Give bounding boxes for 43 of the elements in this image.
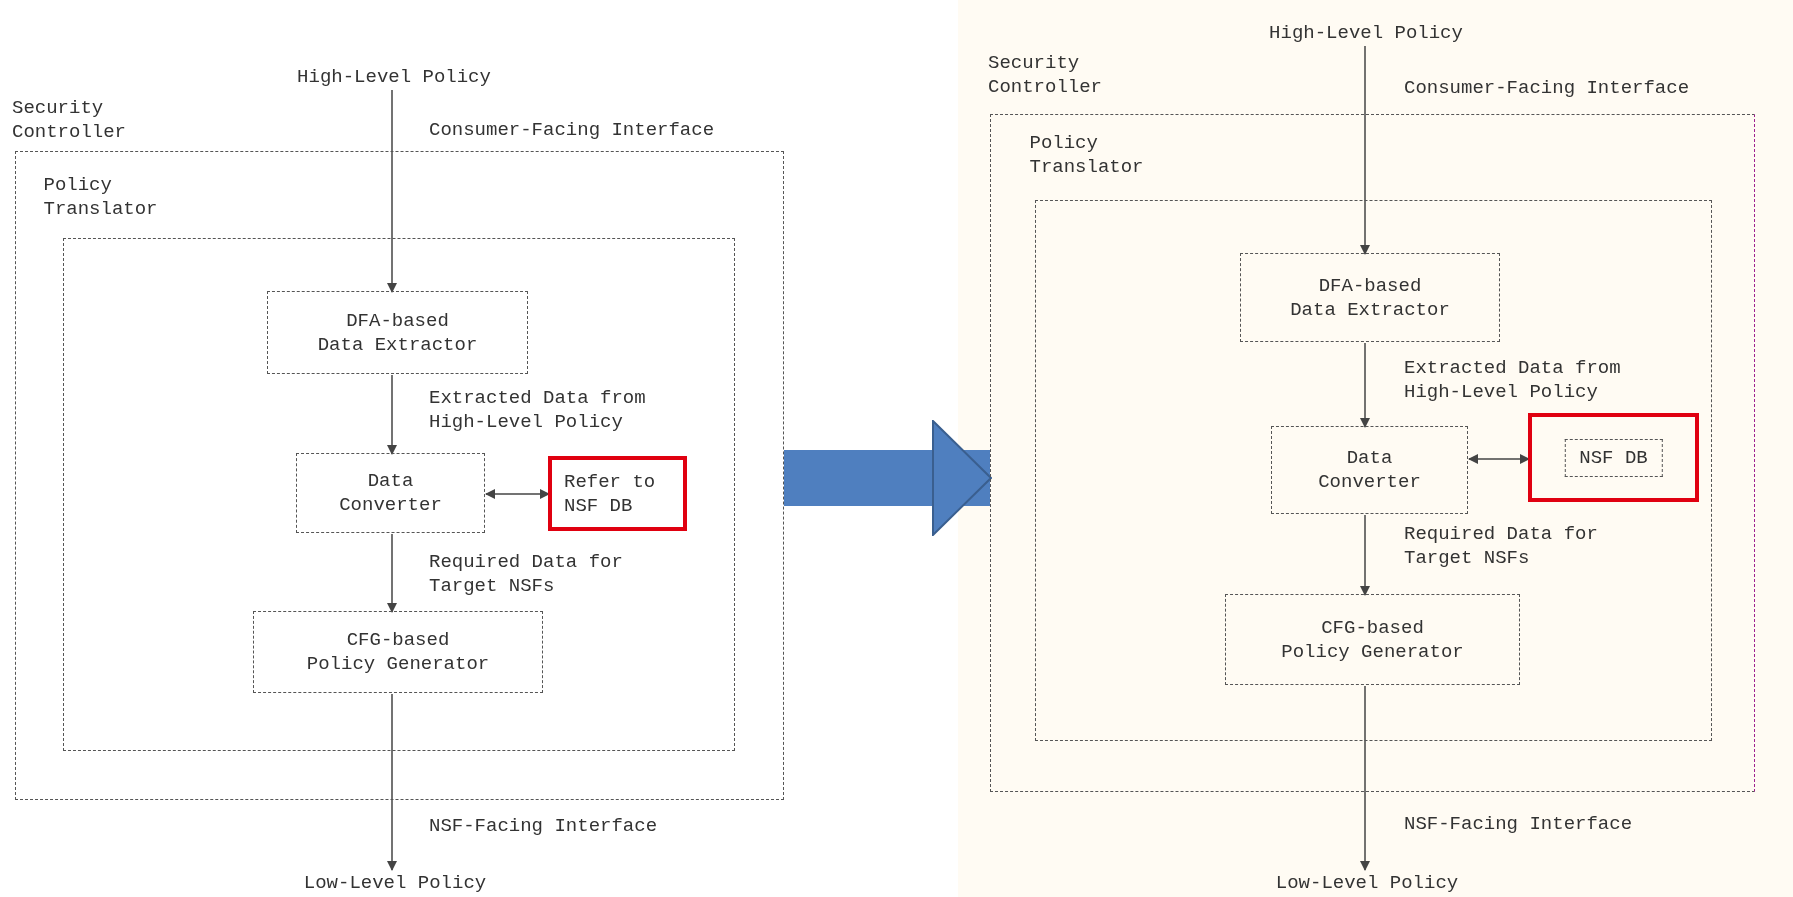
block-arrow [784,420,992,536]
node-label: DFA-based Data Extractor [1290,273,1450,322]
process-box [267,291,528,374]
node-label: High-Level Policy [297,65,491,89]
edge-label: Consumer-Facing Interface [429,118,716,142]
process-box [253,611,543,693]
arrow [485,489,550,499]
edge-label: Extracted Data from High-Level Policy [1404,356,1622,404]
node-label: Data Converter [339,469,442,517]
node-label: Low-Level Policy [303,871,487,895]
edge-label: Extracted Data from High-Level Policy [429,386,647,434]
node-label: DFA-based Data Extractor [317,308,478,357]
edge-label: Consumer-Facing Interface [1404,76,1691,100]
arrow [1360,342,1370,428]
process-box [1240,253,1500,342]
node-label: Policy Translator [43,172,158,221]
edge-label: NSF-Facing Interface [1404,812,1634,836]
arrow [1360,45,1370,255]
node-label: CFG-based Policy Generator [306,628,490,676]
arrow [1468,454,1530,464]
edge-label: Required Data for Target NSFs [429,550,624,598]
process-box [1271,426,1468,514]
node-label: High-Level Policy [1269,21,1463,45]
arrow [1360,685,1370,871]
node-label: Refer to NSF DB [564,470,656,518]
node-label: Data Converter [1318,446,1421,494]
arrow [1360,514,1370,596]
arrow [387,693,397,871]
arrow [387,374,397,455]
node-label: Policy Translator [1029,130,1144,179]
node-label: NSF DB [1564,438,1663,477]
process-box [296,453,485,533]
arrow [387,533,397,613]
node-label: Security Controller [12,96,127,144]
node-label: Low-Level Policy [1275,871,1459,895]
highlighted-box [548,456,687,531]
node-label: Security Controller [988,51,1103,99]
highlighted-box [1528,413,1699,502]
process-box [1225,594,1520,685]
arrow [387,89,397,293]
edge-label: Required Data for Target NSFs [1404,522,1599,570]
node-label: CFG-based Policy Generator [1281,615,1464,664]
edge-label: NSF-Facing Interface [429,814,659,838]
